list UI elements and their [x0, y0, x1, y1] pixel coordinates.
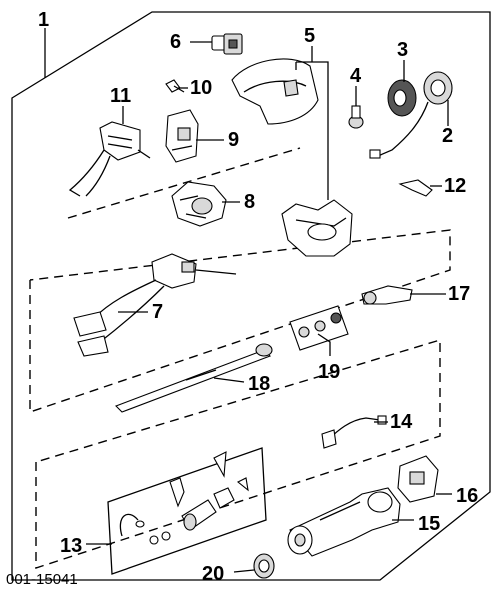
callout-2: 2: [442, 125, 453, 147]
callout-10: 10: [190, 77, 212, 99]
part-13-kit-parts: [119, 451, 249, 545]
callout-15: 15: [418, 513, 440, 535]
part-8-ignition-assembly: [171, 181, 227, 227]
callout-7: 7: [152, 301, 163, 323]
part-3-disk: [387, 79, 417, 117]
callout-19: 19: [318, 361, 340, 383]
part-6-connector: [211, 33, 243, 55]
part-5-lower-cover: [281, 199, 353, 257]
callout-1: 1: [38, 9, 49, 31]
callout-5: 5: [304, 25, 315, 47]
assembly-frame: [11, 11, 491, 581]
part-15-column-housing: [287, 487, 401, 557]
part-5-upper-cover: [231, 58, 319, 125]
callout-20: 20: [202, 563, 224, 585]
part-18-steering-shaft: [115, 343, 273, 413]
subgroup-13-15-outline: [35, 339, 441, 569]
part-14-sensor: [321, 415, 387, 449]
part-2-clock-spring: [369, 71, 453, 159]
leader-lines: [86, 41, 452, 573]
part-4-bolt: [348, 105, 364, 129]
part-10-pin: [165, 79, 185, 93]
part-12-lever: [398, 179, 433, 197]
callout-13: 13: [60, 535, 82, 557]
callout-8: 8: [244, 191, 255, 213]
callout-14: 14: [390, 411, 413, 433]
callout-17: 17: [448, 283, 470, 305]
subgroup-9-11-outline: [67, 147, 301, 219]
callout-18: 18: [248, 373, 270, 395]
part-16-bracket: [397, 455, 439, 503]
part-20-bushing: [253, 553, 275, 579]
part-19-bearing-set: [289, 305, 349, 351]
part-7-multifunction-switch: [73, 253, 237, 357]
callout-6: 6: [170, 31, 181, 53]
part-13-kit-outline: [107, 447, 267, 575]
callout-11: 11: [110, 85, 131, 107]
callout-12: 12: [444, 175, 466, 197]
callout-16: 16: [456, 485, 478, 507]
callout-3: 3: [397, 39, 408, 61]
callout-9: 9: [228, 129, 239, 151]
part-9-switch: [165, 109, 199, 163]
part-17-coupler: [361, 285, 413, 305]
part-11-harness: [68, 121, 151, 197]
callout-4: 4: [350, 65, 362, 87]
figure-code: 001-15041: [6, 571, 78, 588]
